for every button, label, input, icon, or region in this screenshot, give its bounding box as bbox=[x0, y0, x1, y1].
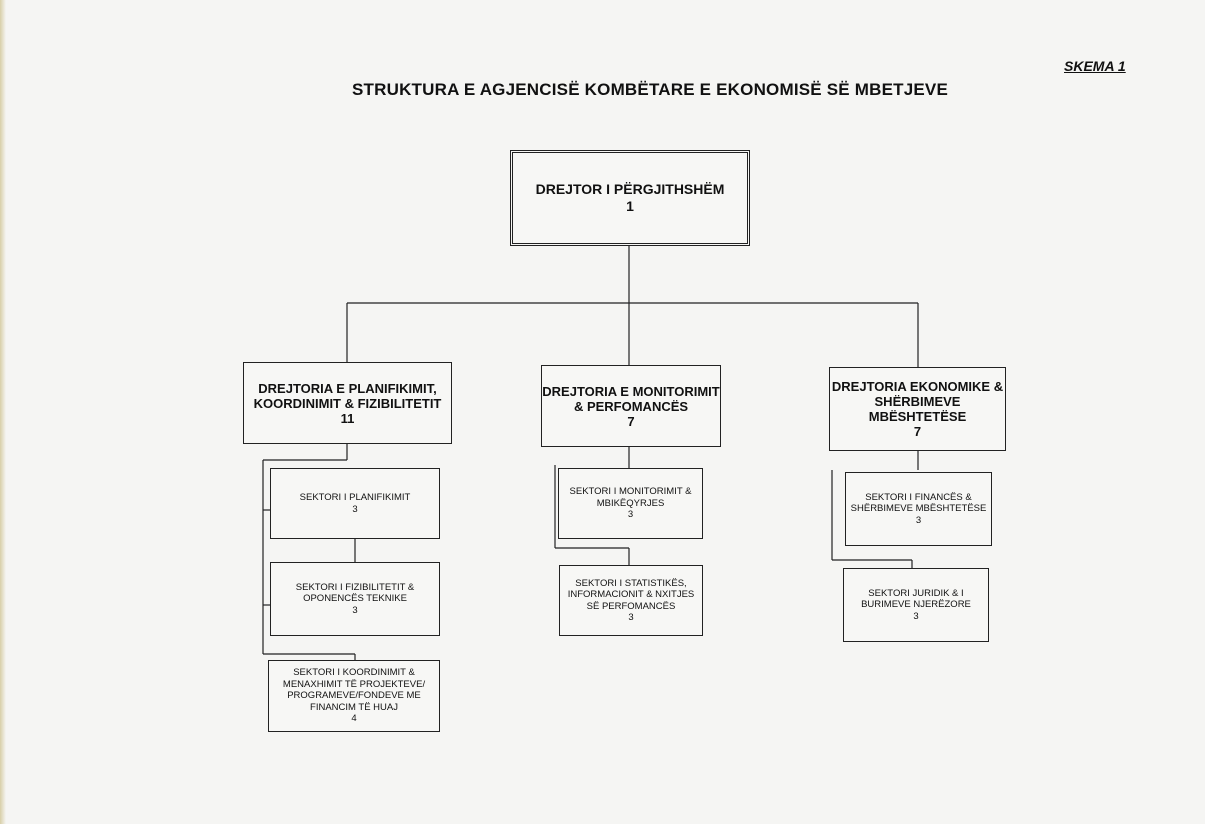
schema-label: SKEMA 1 bbox=[1064, 58, 1126, 74]
sector-statistics-box: SEKTORI I STATISTIKËS, INFORMACIONIT & N… bbox=[559, 565, 703, 636]
sector-coordination-count: 4 bbox=[351, 713, 357, 725]
sector-monitoring-box: SEKTORI I MONITORIMIT & MBIKËQYRJES 3 bbox=[558, 468, 703, 539]
department-planning-label: DREJTORIA E PLANIFIKIMIT, KOORDINIMIT & … bbox=[253, 380, 442, 411]
sector-coordination-box: SEKTORI I KOORDINIMIT & MENAXHIMIT TË PR… bbox=[268, 660, 440, 732]
sector-feasibility-count: 3 bbox=[352, 604, 358, 616]
department-planning-box: DREJTORIA E PLANIFIKIMIT, KOORDINIMIT & … bbox=[243, 362, 452, 444]
sector-finance-box: SEKTORI I FINANCËS & SHËRBIMEVE MBËSHTET… bbox=[845, 472, 992, 546]
sector-legal-label: SEKTORI JURIDIK & I BURIMEVE NJERËZORE bbox=[861, 587, 971, 611]
department-monitoring-label: DREJTORIA E MONITORIMIT & PERFOMANCËS bbox=[542, 383, 720, 414]
department-monitoring-count: 7 bbox=[627, 413, 635, 429]
sector-statistics-label: SEKTORI I STATISTIKËS, INFORMACIONIT & N… bbox=[567, 577, 695, 612]
department-monitoring-box: DREJTORIA E MONITORIMIT & PERFOMANCËS 7 bbox=[541, 365, 721, 447]
sector-statistics-count: 3 bbox=[628, 612, 634, 623]
sector-planning-label: SEKTORI I PLANIFIKIMIT bbox=[299, 492, 411, 503]
sector-finance-count: 3 bbox=[915, 514, 922, 526]
director-count: 1 bbox=[626, 198, 634, 214]
sector-finance-label: SEKTORI I FINANCËS & SHËRBIMEVE MBËSHTET… bbox=[850, 491, 987, 515]
department-economic-count: 7 bbox=[913, 424, 922, 439]
sector-monitoring-label: SEKTORI I MONITORIMIT & MBIKËQYRJES bbox=[569, 486, 692, 509]
director-box: DREJTOR I PËRGJITHSHËM 1 bbox=[510, 150, 750, 246]
director-label: DREJTOR I PËRGJITHSHËM bbox=[535, 181, 725, 197]
sector-feasibility-label: SEKTORI I FIZIBILITETIT & OPONENCËS TEKN… bbox=[295, 581, 415, 605]
sector-legal-box: SEKTORI JURIDIK & I BURIMEVE NJERËZORE 3 bbox=[843, 568, 989, 642]
sector-planning-count: 3 bbox=[352, 503, 358, 515]
department-economic-box: DREJTORIA EKONOMIKE & SHËRBIMEVE MBËSHTE… bbox=[829, 367, 1006, 451]
sector-coordination-label: SEKTORI I KOORDINIMIT & MENAXHIMIT TË PR… bbox=[282, 667, 426, 713]
sector-planning-box: SEKTORI I PLANIFIKIMIT 3 bbox=[270, 468, 440, 539]
department-planning-count: 11 bbox=[340, 410, 355, 426]
chart-title: STRUKTURA E AGJENCISË KOMBËTARE E EKONOM… bbox=[352, 80, 948, 99]
sector-legal-count: 3 bbox=[913, 610, 919, 622]
department-economic-label: DREJTORIA EKONOMIKE & SHËRBIMEVE MBËSHTE… bbox=[831, 379, 1004, 424]
sector-feasibility-box: SEKTORI I FIZIBILITETIT & OPONENCËS TEKN… bbox=[270, 562, 440, 636]
page-edge bbox=[0, 0, 6, 824]
sector-monitoring-count: 3 bbox=[627, 509, 634, 521]
